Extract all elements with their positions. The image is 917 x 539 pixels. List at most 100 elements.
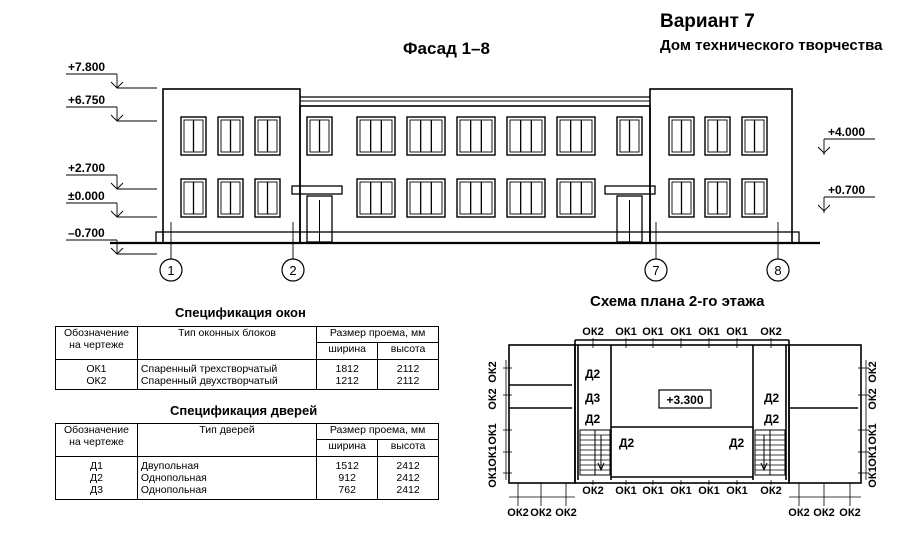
level-marker: +7.800: [68, 60, 105, 74]
table-row: Д3 Однопольная 762 2412: [55, 484, 439, 500]
door-label: Д2: [619, 436, 635, 450]
window-label: ОК1: [487, 445, 499, 466]
axis-label: 2: [289, 263, 296, 278]
facade-window: [668, 116, 695, 156]
window-label: ОК2: [582, 326, 603, 338]
facade-levels: +7.800 +6.750 +2.700 ±0.000 –0.700 +4.000 +0.7…: [66, 60, 875, 255]
window-label: ОК2: [555, 507, 576, 519]
facade-right-wing: [649, 88, 793, 244]
facade-window: [741, 178, 768, 218]
level-marker: ±0.000: [68, 189, 105, 203]
level-marker: +0.700: [828, 183, 865, 197]
facade-window: [506, 116, 546, 156]
facade-window: [668, 178, 695, 218]
level-marker: +4.000: [828, 125, 865, 139]
window-label: ОК1: [642, 326, 663, 338]
door-label: Д2: [585, 367, 601, 381]
windows-col-type: Тип оконных блоков: [136, 326, 318, 360]
window-label: ОК2: [788, 507, 809, 519]
windows-spec-title: Спецификация окон: [175, 305, 306, 320]
entrance-canopy-left: [291, 185, 343, 195]
facade-central-block: [299, 105, 651, 244]
window-label: ОК2: [760, 485, 781, 497]
window-label: ОК2: [813, 507, 834, 519]
level-marker: +2.700: [68, 161, 105, 175]
facade-window: [704, 116, 731, 156]
facade-left-wing: [162, 88, 301, 244]
plan-title: Схема плана 2-го этажа: [590, 293, 765, 310]
window-label: ОК1: [670, 485, 691, 497]
facade-window: [356, 178, 396, 218]
door-label: Д2: [729, 436, 745, 450]
plan-level-box: [658, 389, 712, 409]
window-label: ОК2: [487, 361, 499, 382]
facade-windows: [180, 116, 768, 218]
facade-window: [556, 116, 596, 156]
level-marker: +6.750: [68, 93, 105, 107]
doors-col-type: Тип дверей: [136, 423, 318, 457]
windows-col-height: высота: [377, 342, 439, 360]
variant-title: Вариант 7: [660, 11, 755, 32]
window-label: ОК1: [615, 485, 636, 497]
windows-spec-table: Обозначение на чертеже Тип оконных блоко…: [55, 326, 439, 390]
facade-window: [616, 116, 643, 156]
facade-window: [254, 178, 281, 218]
facade-window: [406, 178, 446, 218]
facade-window: [556, 178, 596, 218]
stairs-right: [754, 429, 786, 476]
facade-window: [356, 116, 396, 156]
window-label: ОК1: [487, 466, 499, 487]
facade-window: [254, 116, 281, 156]
window-label: ОК2: [487, 388, 499, 409]
window-label: ОК1: [867, 466, 879, 487]
window-label: ОК1: [867, 445, 879, 466]
doors-col-width: ширина: [316, 439, 379, 457]
axis-label: 8: [774, 263, 781, 278]
window-label: ОК1: [642, 485, 663, 497]
window-label: ОК2: [507, 507, 528, 519]
facade-window: [741, 116, 768, 156]
entrance-canopy-right: [604, 185, 656, 195]
window-label: ОК2: [839, 507, 860, 519]
window-label: ОК1: [487, 423, 499, 444]
doors-col-designation: Обозначение на чертеже: [55, 423, 138, 457]
window-label: ОК1: [670, 326, 691, 338]
windows-col-width: ширина: [316, 342, 379, 360]
window-label: ОК1: [615, 326, 636, 338]
facade-window: [406, 116, 446, 156]
axis-label: 7: [652, 263, 659, 278]
facade-window: [217, 116, 244, 156]
facade-window: [506, 178, 546, 218]
doors-spec-table: Обозначение на чертеже Тип дверей Размер…: [55, 423, 439, 500]
door-label: Д2: [764, 391, 780, 405]
doors-col-height: высота: [377, 439, 439, 457]
window-label: ОК2: [530, 507, 551, 519]
table-row: ОК1 Спаренный трехстворчатый 1812 2112: [55, 359, 439, 375]
door-label: Д3: [585, 391, 601, 405]
table-row: ОК2 Спаренный двухстворчатый 1212 2112: [55, 375, 439, 390]
building-name: Дом технического творчества: [660, 37, 883, 54]
plan-door-labels: Д2 Д3 Д2 Д2 Д2 Д2 Д2: [585, 367, 780, 450]
facade-window: [306, 116, 333, 156]
facade-window: [180, 116, 207, 156]
window-label: ОК1: [726, 485, 747, 497]
level-marker: –0.700: [68, 226, 105, 240]
facade-window: [180, 178, 207, 218]
facade-window: [456, 178, 496, 218]
window-label: ОК1: [698, 326, 719, 338]
facade-title: Фасад 1–8: [403, 39, 490, 58]
plan-level: +3.300: [666, 393, 703, 407]
table-row: Д2 Однопольная 912 2412: [55, 472, 439, 484]
window-label: ОК2: [867, 361, 879, 382]
window-label: ОК1: [867, 423, 879, 444]
window-label: ОК2: [760, 326, 781, 338]
floor-plan: Схема плана 2-го этажа: [487, 293, 879, 519]
doors-spec-title: Спецификация дверей: [170, 403, 318, 418]
windows-col-designation: Обозначение на чертеже: [55, 326, 138, 360]
facade-window: [704, 178, 731, 218]
axis-label: 1: [167, 263, 174, 278]
plan-walls: [508, 339, 862, 484]
facade-axes: 1 2 7 8: [159, 222, 790, 282]
